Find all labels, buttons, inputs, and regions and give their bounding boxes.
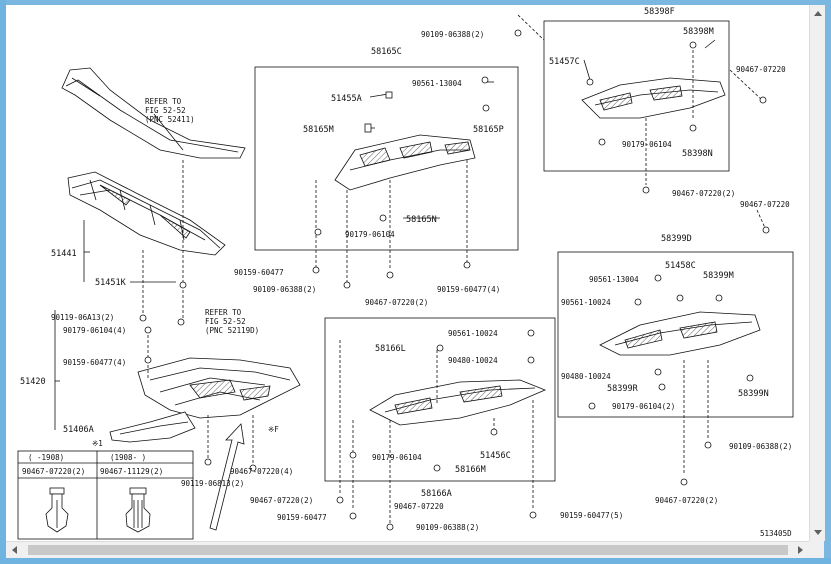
refer-rear-line3: (PNC 52119D): [205, 326, 259, 335]
label-51458C: 51458C: [665, 261, 696, 271]
window-top-border: [0, 0, 831, 5]
label-90119-06813-2: 90119-06813(2): [181, 479, 244, 488]
label-58398F: 58398F: [644, 7, 675, 17]
part-51441-engine-under-cover: [67, 171, 226, 256]
label-90119-06A13-2: 90119-06A13(2): [51, 313, 114, 322]
label-51457C: 51457C: [549, 57, 580, 67]
label-58399M: 58399M: [703, 271, 734, 281]
label-58399R: 58399R: [607, 384, 639, 394]
label-90467-07220-2d: 90467-07220(2): [655, 496, 718, 505]
label-58165M: 58165M: [303, 125, 334, 135]
label-58399N: 58399N: [738, 389, 769, 399]
label-90467-07220-a: 90467-07220: [736, 65, 786, 74]
window-left-border: [0, 0, 6, 564]
refer-front-line3: (PNC 52411): [145, 115, 195, 124]
label-90467-07220-e: 90467-07220: [394, 502, 444, 511]
label-90179-06104-b: 90179-06104: [345, 230, 395, 239]
label-90480-10024-b: 90480-10024: [448, 356, 498, 365]
label-star-1: ※1: [92, 439, 103, 448]
label-51456C: 51456C: [480, 451, 511, 461]
label-51441: 51441: [51, 249, 77, 259]
scroll-up-arrow-icon[interactable]: [814, 11, 822, 16]
label-58166M: 58166M: [455, 465, 486, 475]
label-58166L: 58166L: [375, 344, 406, 354]
label-58399D: 58399D: [661, 234, 692, 244]
scroll-right-arrow-icon[interactable]: [798, 546, 803, 554]
label-90467-07220-b: 90467-07220: [740, 200, 790, 209]
scroll-down-arrow-icon[interactable]: [814, 530, 822, 535]
legend-col2-header: (1908- ): [110, 453, 146, 462]
part-58399D-cover: [599, 311, 761, 356]
label-90179-06104-2: 90179-06104(2): [612, 402, 675, 411]
group-box-58398F: [543, 20, 730, 172]
label-90561-13004-a: 90561-13004: [412, 79, 462, 88]
label-90467-07220-4: 90467-07220(4): [230, 467, 293, 476]
label-90467-07220-2b: 90467-07220(2): [365, 298, 428, 307]
label-90561-10024-b: 90561-10024: [448, 329, 498, 338]
legend-col2-part: 90467-11129(2): [100, 467, 163, 476]
front-direction-arrow: [209, 423, 245, 531]
legend-clip-90467-11129: [125, 487, 151, 533]
label-51455A: 51455A: [331, 94, 362, 104]
part-58398F-cover: [581, 77, 726, 119]
label-51420: 51420: [20, 377, 46, 387]
label-51406A: 51406A: [63, 425, 94, 435]
label-58166A: 58166A: [421, 489, 452, 499]
part-51406A-shield: [109, 411, 196, 443]
label-58398M: 58398M: [683, 27, 714, 37]
label-90159-60477-a: 90159-60477: [234, 268, 284, 277]
part-51420-under-cover: [137, 357, 301, 419]
label-90159-60477-4a: 90159-60477(4): [437, 285, 500, 294]
label-51451K: 51451K: [95, 278, 127, 288]
label-90159-60477-b: 90159-60477: [277, 513, 327, 522]
parts-diagram: 58398F 58398M 51457C 58398N 90467-07220 …: [17, 7, 794, 540]
label-90179-06104-c: 90179-06104: [372, 453, 422, 462]
scrollbar-corner: [809, 541, 824, 558]
horizontal-scroll-thumb[interactable]: [28, 545, 788, 555]
label-90561-13004-b: 90561-13004: [589, 275, 639, 284]
legend-col1-part: 90467-07220(2): [22, 467, 85, 476]
legend-box: [17, 450, 194, 540]
scroll-left-arrow-icon[interactable]: [12, 546, 17, 554]
refer-front-line2: FIG 52-52: [145, 106, 186, 115]
part-58165C-cover: [334, 134, 476, 191]
group-box-58166A: [324, 317, 556, 482]
label-58165C: 58165C: [371, 47, 402, 57]
label-90179-06104-a: 90179-06104: [622, 140, 672, 149]
drawing-number: 513405D: [760, 529, 792, 538]
label-90480-10024-a: 90480-10024: [561, 372, 611, 381]
front-bumper-trim-part: [61, 67, 246, 159]
legend-clip-90467-07220: [45, 487, 69, 533]
group-box-58165C: [254, 66, 519, 251]
group-box-58399D: [557, 251, 794, 418]
label-star-F: ※F: [268, 425, 279, 434]
legend-col1-header: ( -1908): [28, 453, 64, 462]
label-90467-07220-2c: 90467-07220(2): [250, 496, 313, 505]
label-90109-06388-2a: 90109-06388(2): [421, 30, 484, 39]
refer-front-line1: REFER TO: [145, 97, 182, 106]
label-90179-06104-4: 90179-06104(4): [63, 326, 126, 335]
label-90467-07220-2a: 90467-07220(2): [672, 189, 735, 198]
part-58166A-cover: [369, 379, 547, 426]
horizontal-scrollbar[interactable]: [6, 541, 809, 559]
refer-rear-line2: FIG 52-52: [205, 317, 246, 326]
label-90159-60477-4b: 90159-60477(4): [63, 358, 126, 367]
label-90109-06388-2c: 90109-06388(2): [729, 442, 792, 451]
label-58165N: 58165N: [406, 215, 437, 225]
label-90109-06388-2d: 90109-06388(2): [416, 523, 479, 532]
refer-rear-line1: REFER TO: [205, 308, 242, 317]
label-58165P: 58165P: [473, 125, 504, 135]
label-90159-60477-5: 90159-60477(5): [560, 511, 623, 520]
window-right-border: [824, 0, 831, 564]
window-bottom-border: [0, 558, 831, 564]
label-90109-06388-2b: 90109-06388(2): [253, 285, 316, 294]
vertical-scrollbar[interactable]: [809, 5, 825, 541]
label-58398N: 58398N: [682, 149, 713, 159]
label-90561-10024-a: 90561-10024: [561, 298, 611, 307]
